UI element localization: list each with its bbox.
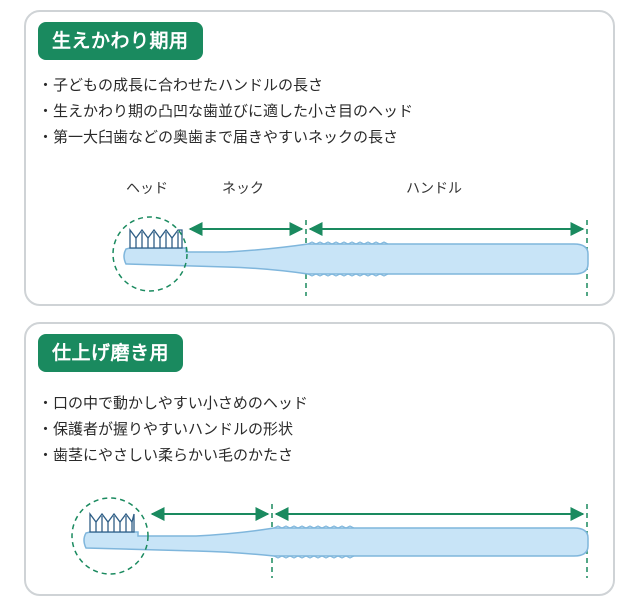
feature-list: 子どもの成長に合わせたハンドルの長さ 生えかわり期の凸凹な歯並びに適した小さ目の… xyxy=(38,72,413,150)
grip-ridges-top xyxy=(307,241,389,245)
feature-item: 歯茎にやさしい柔らかい毛のかたさ xyxy=(38,442,308,468)
toothbrush-diagram: ヘッド ネック ハンドル xyxy=(112,181,589,296)
card-shiage-migaki: 仕上げ磨き用 口の中で動かしやすい小さめのヘッド 保護者が握りやすいハンドルの形… xyxy=(24,322,615,596)
head-highlight-circle xyxy=(71,497,149,575)
feature-list: 口の中で動かしやすい小さめのヘッド 保護者が握りやすいハンドルの形状 歯茎にやさ… xyxy=(38,390,308,468)
toothbrush-body xyxy=(83,527,589,557)
bristles xyxy=(89,512,135,533)
section-title: 仕上げ磨き用 xyxy=(38,334,184,372)
label-neck: ネック xyxy=(222,181,264,197)
label-head: ヘッド xyxy=(126,181,168,197)
head-highlight-circle xyxy=(112,216,188,292)
toothbrush-body xyxy=(123,243,589,275)
section-title: 生えかわり期用 xyxy=(38,22,203,60)
label-handle: ハンドル xyxy=(406,181,462,197)
grip-ridges-bottom xyxy=(307,273,389,277)
feature-item: 生えかわり期の凸凹な歯並びに適した小さ目のヘッド xyxy=(38,98,413,124)
feature-item: 第一大臼歯などの奥歯まで届きやすいネックの長さ xyxy=(38,124,413,150)
feature-item: 口の中で動かしやすい小さめのヘッド xyxy=(38,390,308,416)
grip-ridges-bottom xyxy=(273,555,355,559)
toothbrush-diagram xyxy=(71,497,589,578)
feature-item: 子どもの成長に合わせたハンドルの長さ xyxy=(38,72,413,98)
bristles xyxy=(129,228,183,249)
card-hae-kawari: 生えかわり期用 子どもの成長に合わせたハンドルの長さ 生えかわり期の凸凹な歯並び… xyxy=(24,10,615,306)
feature-item: 保護者が握りやすいハンドルの形状 xyxy=(38,416,308,442)
grip-ridges-top xyxy=(273,525,355,529)
